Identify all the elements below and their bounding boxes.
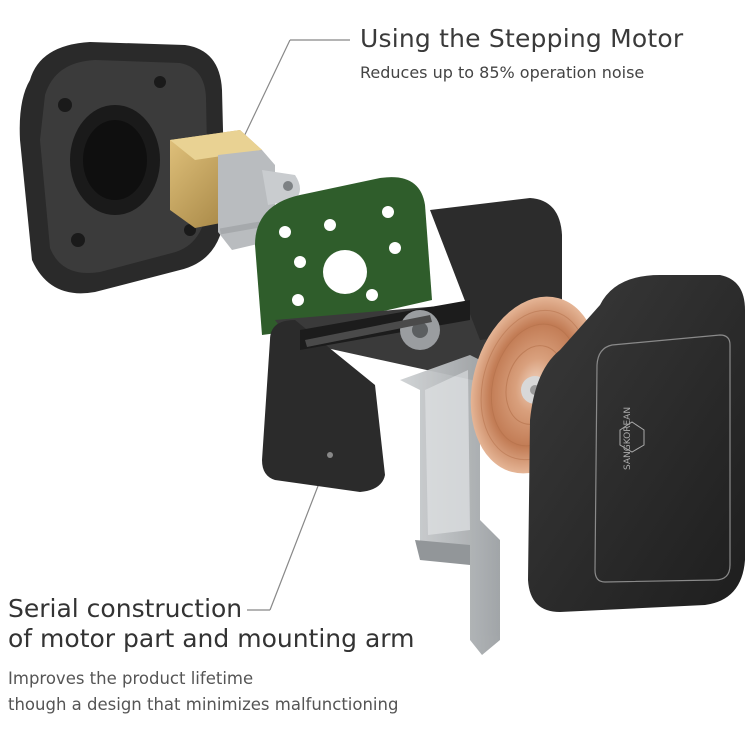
front-pad: SANGKOREAN bbox=[528, 275, 745, 612]
gear-icon bbox=[400, 310, 440, 350]
callout-title-line2: of motor part and mounting arm bbox=[8, 624, 415, 653]
back-housing bbox=[19, 42, 226, 294]
callout-stepping-motor: Using the Stepping Motor Reduces up to 8… bbox=[360, 24, 683, 82]
leader-line-motor bbox=[239, 39, 291, 146]
callout-subtitle-line2: though a design that minimizes malfuncti… bbox=[8, 695, 399, 714]
callout-subtitle: Reduces up to 85% operation noise bbox=[360, 63, 645, 82]
callout-title-line1: Serial construction bbox=[8, 594, 243, 623]
pcb-board bbox=[255, 177, 432, 335]
callout-subtitle-line1: Improves the product lifetime bbox=[8, 669, 254, 688]
callout-serial-construction: Serial construction of motor part and mo… bbox=[8, 594, 414, 718]
brand-logo-icon bbox=[619, 421, 645, 453]
brand-text: SANGKOREAN bbox=[623, 407, 633, 470]
callout-title: Using the Stepping Motor bbox=[360, 24, 684, 53]
stepper-motor-icon bbox=[170, 130, 300, 250]
